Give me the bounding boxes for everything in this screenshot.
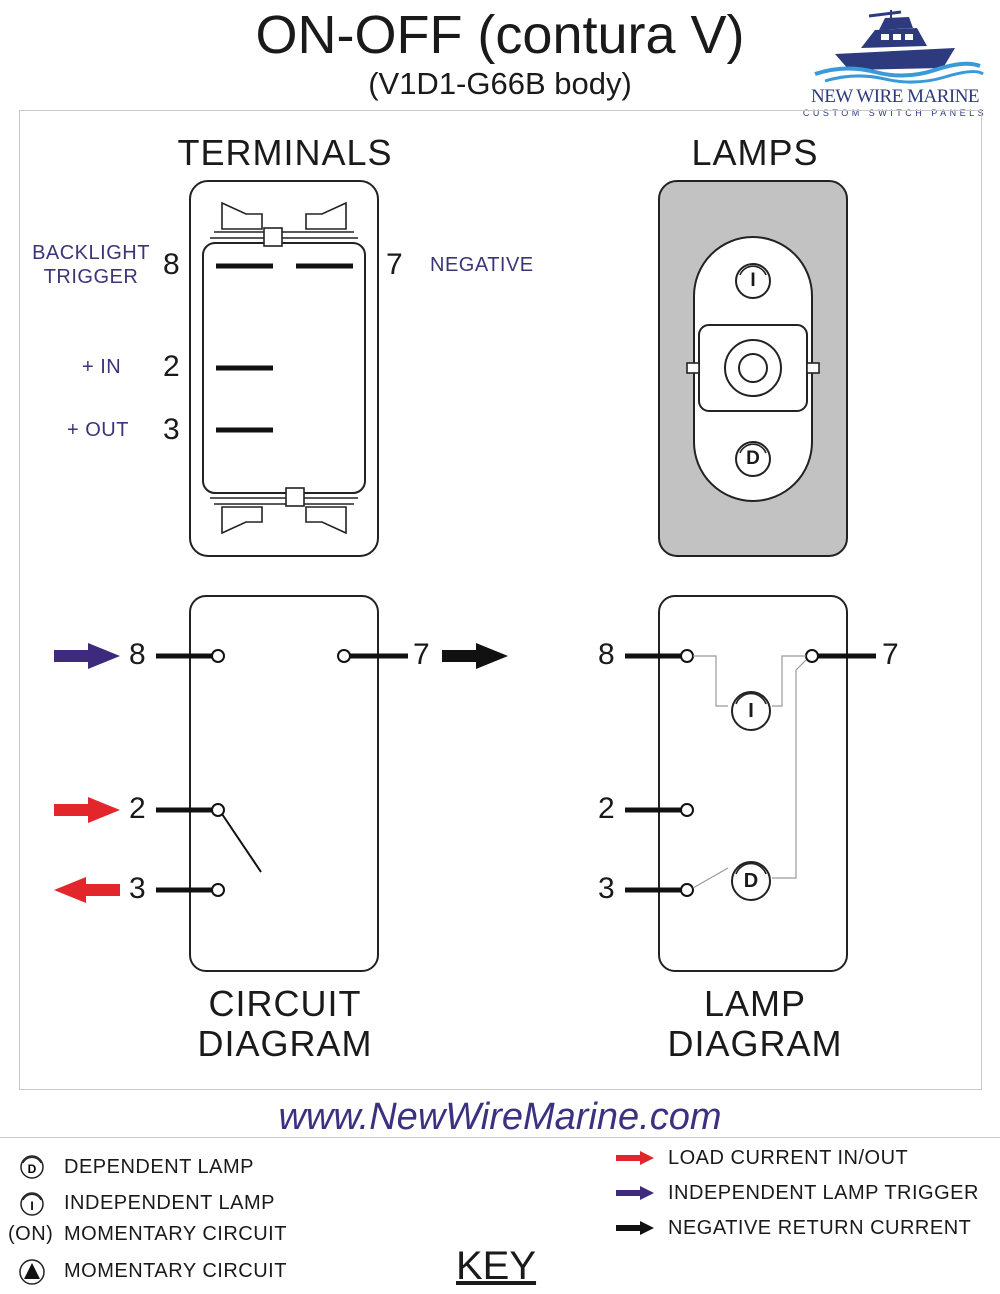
backlight-trigger-label: BACKLIGHT TRIGGER bbox=[24, 241, 158, 289]
logo-tagline: CUSTOM SWITCH PANELS bbox=[802, 108, 988, 118]
circuit-pin-3: 3 bbox=[129, 872, 146, 905]
key-momentary-label-2: MOMENTARY CIRCUIT bbox=[64, 1260, 287, 1282]
boat-icon bbox=[814, 10, 984, 84]
key-dependent-lamp-icon: D bbox=[20, 1155, 44, 1179]
key-load-arrow-icon bbox=[616, 1151, 654, 1165]
circuit-pin-7: 7 bbox=[413, 638, 430, 671]
negative-label: NEGATIVE bbox=[430, 254, 534, 276]
plus-out-label: + OUT bbox=[67, 419, 129, 441]
lamp-diagram-independent-mark: I bbox=[748, 700, 754, 722]
load-out-arrow bbox=[54, 877, 120, 903]
lamp-diagram-caption: LAMP DIAGRAM bbox=[630, 984, 880, 1064]
circuit-pin-2: 2 bbox=[129, 792, 146, 825]
key-independent-lamp-icon: I bbox=[20, 1192, 44, 1216]
key-dependent-lamp-label: DEPENDENT LAMP bbox=[64, 1156, 255, 1178]
trigger-arrow bbox=[54, 643, 120, 669]
lamp-pin-3: 3 bbox=[598, 872, 615, 905]
dependent-lamp-mark: D bbox=[746, 448, 760, 469]
key-on-symbol: (ON) bbox=[8, 1223, 54, 1245]
plus-in-label: + IN bbox=[82, 356, 122, 378]
key-negative-arrow-icon bbox=[616, 1221, 654, 1235]
circuit-diagram-caption: CIRCUIT DIAGRAM bbox=[160, 984, 410, 1064]
lamp-pin-7: 7 bbox=[882, 638, 899, 671]
circuit-diagram bbox=[54, 595, 508, 972]
key-trigger-label: INDEPENDENT LAMP TRIGGER bbox=[668, 1182, 979, 1204]
terminal-pin-2: 2 bbox=[163, 350, 180, 383]
lamp-pin-2: 2 bbox=[598, 792, 615, 825]
svg-text:I: I bbox=[30, 1199, 33, 1213]
circuit-caption-line1: CIRCUIT bbox=[208, 983, 362, 1024]
page-subtitle: (V1D1-G66B body) bbox=[368, 66, 632, 101]
key-title: KEY bbox=[456, 1244, 537, 1288]
lamp-diagram-dependent-icon bbox=[731, 861, 771, 901]
terminal-switch-body bbox=[189, 180, 379, 557]
dependent-lamp-icon bbox=[735, 441, 771, 477]
negative-arrow bbox=[442, 643, 508, 669]
key-load-label: LOAD CURRENT IN/OUT bbox=[668, 1147, 909, 1169]
diagram-frame bbox=[19, 110, 982, 1090]
key-triangle-icon bbox=[19, 1259, 45, 1285]
logo-name: NEW WIRE MARINE bbox=[810, 86, 980, 107]
company-logo: NEW WIRE MARINE CUSTOM SWITCH PANELS bbox=[803, 6, 985, 118]
lamp-diagram-independent-icon bbox=[731, 691, 771, 731]
svg-text:D: D bbox=[28, 1162, 37, 1176]
lamp-diagram bbox=[625, 595, 876, 972]
key-separator bbox=[0, 1137, 1000, 1138]
terminal-pin-3: 3 bbox=[163, 413, 180, 446]
lamp-housing bbox=[658, 180, 848, 557]
page-title: ON-OFF (contura V) bbox=[255, 5, 745, 65]
lamp-pin-8: 8 bbox=[598, 638, 615, 671]
terminal-pin-8: 8 bbox=[163, 248, 180, 281]
website-link[interactable]: www.NewWireMarine.com bbox=[278, 1096, 722, 1138]
terminal-pin-7: 7 bbox=[386, 248, 403, 281]
lamp-caption-line2: DIAGRAM bbox=[667, 1023, 843, 1064]
backlight-label-line2: TRIGGER bbox=[43, 266, 139, 288]
backlight-label-line1: BACKLIGHT bbox=[32, 242, 150, 264]
key-negative-label: NEGATIVE RETURN CURRENT bbox=[668, 1217, 972, 1239]
terminals-heading: TERMINALS bbox=[177, 132, 393, 173]
circuit-caption-line2: DIAGRAM bbox=[197, 1023, 373, 1064]
independent-lamp-icon bbox=[735, 263, 771, 299]
load-in-arrow bbox=[54, 797, 120, 823]
key-trigger-arrow-icon bbox=[616, 1186, 654, 1200]
circuit-pin-8: 8 bbox=[129, 638, 146, 671]
lamp-diagram-dependent-mark: D bbox=[743, 870, 759, 892]
lamp-caption-line1: LAMP bbox=[703, 983, 807, 1024]
independent-lamp-mark: I bbox=[750, 270, 756, 291]
key-momentary-label-1: MOMENTARY CIRCUIT bbox=[64, 1223, 287, 1245]
key-independent-lamp-label: INDEPENDENT LAMP bbox=[64, 1192, 276, 1214]
lamps-heading: LAMPS bbox=[691, 132, 819, 173]
